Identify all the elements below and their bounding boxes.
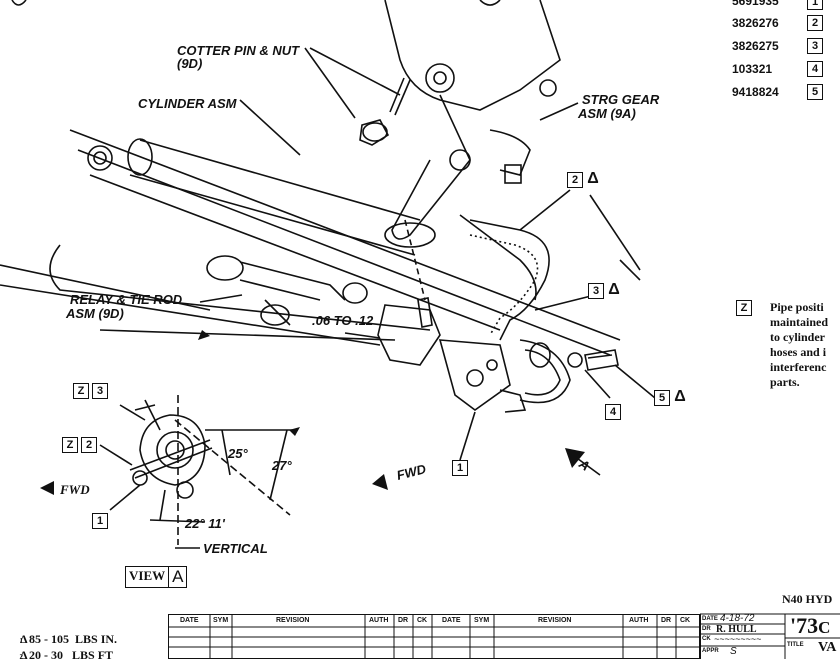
col-dr-2: DR — [661, 617, 672, 624]
torque-mark-1: 1 — [19, 637, 24, 645]
callout-3-view: 3 — [92, 383, 108, 399]
view-label: VIEW — [125, 566, 170, 588]
fwd-label-main: FWD — [395, 461, 428, 483]
item-box-4: 4 — [807, 61, 823, 77]
part-number-3: 3826275 — [732, 39, 779, 53]
revision-grid — [168, 614, 700, 659]
part-number-1: 5691935 — [732, 0, 779, 8]
delta-icon: Δ — [20, 632, 28, 646]
cylinder-label: CYLINDER ASM — [138, 96, 238, 111]
cotter-pin-label: COTTER PIN & NUT — [177, 43, 300, 58]
delta-icon: Δ — [607, 281, 621, 298]
col-revision-2: REVISION — [538, 617, 572, 624]
delta-icon: Δ — [673, 388, 687, 405]
callout-z-b: Z — [62, 437, 78, 453]
appr-value: S — [730, 646, 737, 657]
torque-spec-1: 85 - 105 LBS IN. — [29, 632, 118, 646]
part-number-4: 103321 — [732, 62, 773, 76]
col-date-1: DATE — [180, 617, 199, 624]
title-value: VA — [818, 640, 837, 655]
year-suffix: C — [818, 618, 831, 637]
callout-4: 4 — [605, 404, 621, 420]
title-grid — [700, 613, 840, 659]
callout-2-view: 2 — [81, 437, 97, 453]
delta-icon: Δ — [586, 170, 600, 187]
ck-signature: ~~~~~~~~~ — [714, 634, 762, 644]
view-a-label: VIEW A — [125, 566, 188, 588]
part-number-5: 9418824 — [732, 85, 779, 99]
note-line: parts. — [770, 375, 800, 389]
relay-ref: ASM (9D) — [65, 306, 124, 321]
note-marker: Z — [736, 300, 752, 316]
date-label: DATE — [702, 616, 718, 622]
year: '73 — [790, 613, 819, 638]
col-auth-2: AUTH — [629, 617, 649, 624]
pipe-position-note: Pipe positi maintained to cylinder hoses… — [770, 300, 828, 390]
view-letter: A — [169, 566, 188, 588]
callout-5: 5 — [654, 390, 670, 406]
title-block: N40 HYD DATE 4-18-72 DR R. HULL CK ~~~~~… — [700, 590, 840, 659]
callout-1-view: 1 — [92, 513, 108, 529]
strg-gear-label: STRG GEAR — [582, 92, 660, 107]
col-sym-2: SYM — [474, 617, 490, 624]
col-sym-1: SYM — [213, 617, 229, 624]
dr-label: DR — [702, 626, 711, 632]
torque-spec-2: 20 - 30 LBS FT — [29, 648, 114, 662]
title-label: TITLE — [787, 642, 804, 648]
item-box-5: 5 — [807, 84, 823, 100]
appr-label: APPR — [702, 648, 719, 654]
note-line: maintained — [770, 315, 829, 329]
torque-mark-2: 2 — [19, 653, 24, 661]
note-line: hoses and i — [770, 345, 827, 359]
col-ck-1: CK — [417, 617, 428, 624]
angle-27-label: 27° — [271, 458, 292, 473]
year-label: '73C — [790, 613, 830, 639]
revision-table: DATE SYM REVISION AUTH DR CK DATE SYM RE… — [168, 614, 700, 659]
clearance-label: .06 TO .12 — [312, 313, 374, 328]
col-revision-1: REVISION — [276, 617, 310, 624]
callout-3: 3 — [588, 283, 604, 299]
note-line: Pipe positi — [770, 300, 824, 314]
vertical-label: VERTICAL — [203, 541, 268, 556]
part-number-2: 3826276 — [732, 16, 779, 30]
item-box-3: 3 — [807, 38, 823, 54]
ck-label: CK — [702, 636, 711, 642]
col-ck-2: CK — [680, 617, 691, 624]
angle-22-label: 22° 11' — [184, 516, 226, 531]
col-date-2: DATE — [442, 617, 461, 624]
note-line: interferenc — [770, 360, 827, 374]
col-auth-1: AUTH — [369, 617, 389, 624]
model-label: N40 HYD — [782, 592, 833, 606]
angle-25-label: 25° — [227, 446, 248, 461]
relay-label: RELAY & TIE ROD — [70, 292, 183, 307]
dr-value: R. HULL — [716, 624, 757, 635]
item-box-1: 1 — [807, 0, 823, 10]
callout-z-a: Z — [73, 383, 89, 399]
callout-1: 1 — [452, 460, 468, 476]
fwd-label-view: FWD — [59, 482, 90, 497]
cotter-pin-ref: (9D) — [177, 56, 202, 71]
item-box-2: 2 — [807, 15, 823, 31]
note-line: to cylinder — [770, 330, 825, 344]
col-dr-1: DR — [398, 617, 409, 624]
strg-gear-ref: ASM (9A) — [577, 106, 636, 121]
delta-icon: Δ — [20, 648, 28, 662]
callout-2: 2 — [567, 172, 583, 188]
date-value: 4-18-72 — [720, 613, 755, 624]
